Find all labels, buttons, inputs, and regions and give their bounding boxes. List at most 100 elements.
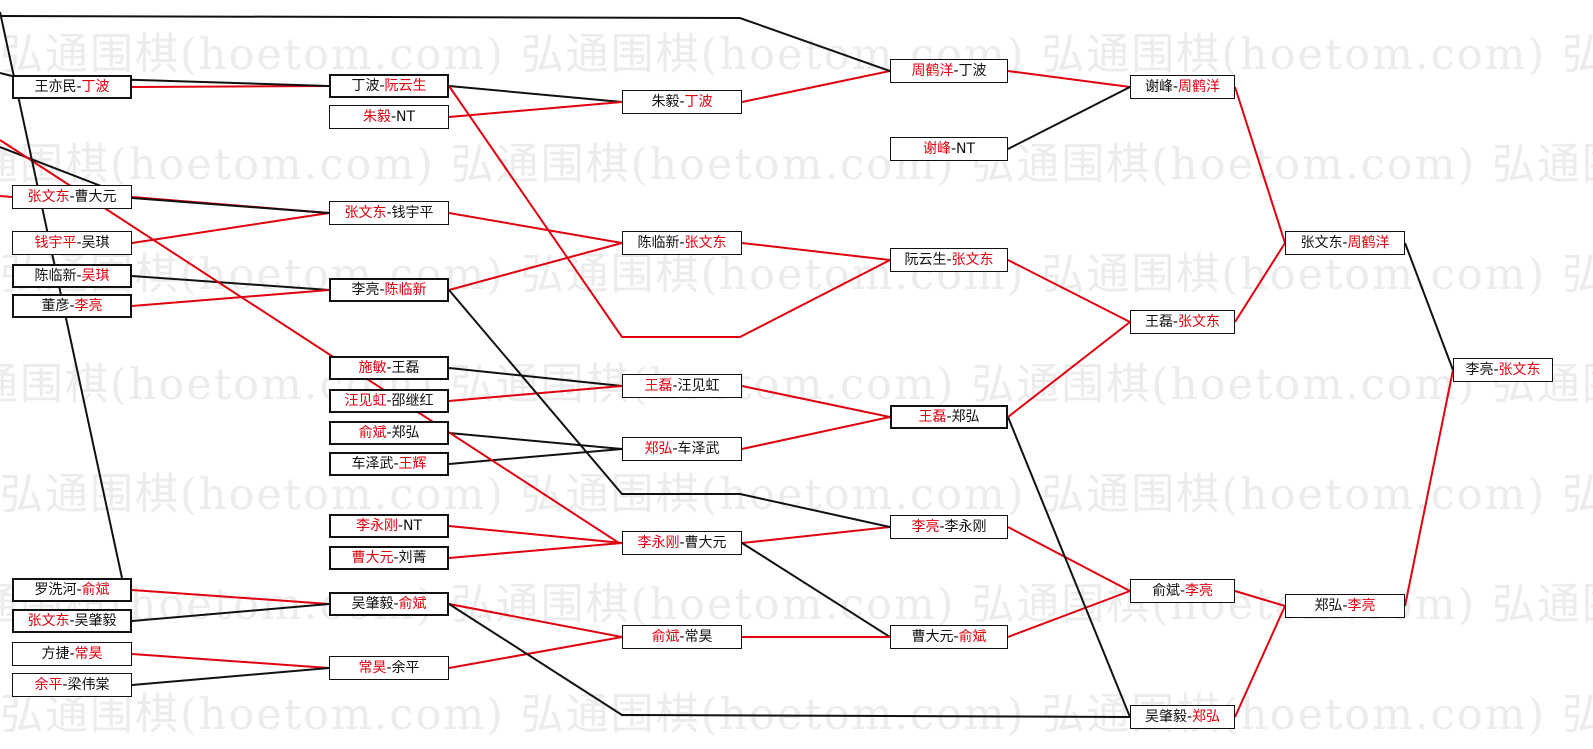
vs-dash: - <box>679 235 685 251</box>
bypass-connector <box>448 289 891 528</box>
match-box-r2-08: 车泽武-王辉 <box>329 452 449 476</box>
watermark-row: 弘通围棋(hoetom.com) 弘通围棋(hoetom.com) 弘通围棋(h… <box>0 470 1593 520</box>
bracket-connector <box>448 85 623 103</box>
match-box-r1-05: 董彦-李亮 <box>12 294 132 318</box>
player-left: 王亦民 <box>34 79 77 95</box>
bracket-connector <box>1007 416 1131 718</box>
bracket-connector <box>131 275 330 291</box>
player-left: 丁波 <box>351 78 380 94</box>
bracket-connector <box>1234 242 1286 323</box>
player-left: 李永刚 <box>637 535 680 551</box>
player-right: 郑弘 <box>951 409 980 425</box>
bracket-connector <box>448 212 623 244</box>
player-left: 曹大元 <box>911 629 954 645</box>
player-right: 李亮 <box>74 298 103 314</box>
player-right: 余平 <box>391 660 420 676</box>
match-box-r2-05: 施敏-王磊 <box>329 356 449 380</box>
match-box-r3-04: 郑弘-车泽武 <box>622 437 742 461</box>
player-left: 李永刚 <box>355 518 398 534</box>
bracket-connector <box>1007 259 1131 323</box>
player-left: 王磊 <box>644 378 673 394</box>
bracket-connector <box>131 653 330 669</box>
match-box-r2-07: 俞斌-郑弘 <box>329 421 449 445</box>
bracket-connector <box>448 432 623 450</box>
watermark-row: 弘通围棋(hoetom.com) 弘通围棋(hoetom.com) 弘通围棋(h… <box>0 140 1593 190</box>
player-left: 周鹤洋 <box>911 63 954 79</box>
bracket-connector <box>131 289 330 307</box>
player-left: 车泽武 <box>351 456 394 472</box>
player-right: 吴琪 <box>81 235 110 251</box>
edge-connector <box>0 139 622 544</box>
match-box-r3-03: 王磊-汪见虹 <box>622 374 742 398</box>
vs-dash: - <box>76 268 82 284</box>
player-left: 方捷 <box>41 646 70 662</box>
match-box-r3-02: 陈临新-张文东 <box>622 231 742 255</box>
match-box-r4-06: 曹大元-俞斌 <box>890 625 1008 649</box>
match-box-r7-01: 李亮-张文东 <box>1453 358 1553 382</box>
player-left: 郑弘 <box>1314 598 1343 614</box>
match-box-r5-04: 吴肇毅-郑弘 <box>1130 705 1235 729</box>
bracket-connector <box>1234 86 1286 244</box>
vs-dash: - <box>1172 79 1179 95</box>
player-left: 钱宇平 <box>34 235 77 251</box>
vs-dash: - <box>386 360 392 376</box>
player-left: 董彦 <box>41 298 70 314</box>
bypass-connector <box>448 603 1131 718</box>
player-left: 朱毅 <box>651 94 680 110</box>
edge-connector <box>0 195 13 198</box>
player-right: 曹大元 <box>684 535 727 551</box>
player-right: 王辉 <box>398 456 427 472</box>
player-left: 施敏 <box>358 360 387 376</box>
vs-dash: - <box>386 393 392 409</box>
player-right: 钱宇平 <box>391 205 434 221</box>
player-right: 李永刚 <box>944 519 987 535</box>
watermark-row: 弘通围棋(hoetom.com) 弘通围棋(hoetom.com) 弘通围棋(h… <box>0 250 1593 300</box>
vs-dash: - <box>679 535 685 551</box>
match-box-r3-01: 朱毅-丁波 <box>622 90 742 114</box>
player-left: 张文东 <box>1300 235 1343 251</box>
bracket-connector <box>741 242 891 261</box>
vs-dash: - <box>679 629 685 645</box>
player-left: 俞斌 <box>651 629 680 645</box>
bracket-connector <box>1404 242 1454 371</box>
vs-dash: - <box>672 378 678 394</box>
vs-dash: - <box>1179 583 1186 599</box>
player-right: 汪见虹 <box>677 378 720 394</box>
vs-dash: - <box>393 456 399 472</box>
vs-dash: - <box>939 519 945 535</box>
match-box-r2-10: 曹大元-刘菁 <box>329 546 449 570</box>
match-box-r4-04: 王磊-郑弘 <box>890 405 1008 429</box>
player-left: 张文东 <box>27 613 70 629</box>
vs-dash: - <box>1172 314 1179 330</box>
vs-dash: - <box>1342 235 1348 251</box>
player-left: 俞斌 <box>1151 583 1180 599</box>
player-right: NT <box>396 109 416 125</box>
player-left: 陈临新 <box>34 268 77 284</box>
vs-dash: - <box>69 298 75 314</box>
player-left: 朱毅 <box>362 109 391 125</box>
match-box-r4-05: 李亮-李永刚 <box>890 515 1008 539</box>
player-right: 俞斌 <box>398 596 427 612</box>
match-box-r6-01: 张文东-周鹤洋 <box>1285 231 1405 255</box>
bracket-connector <box>131 603 330 622</box>
player-left: 李亮 <box>911 519 940 535</box>
player-left: 汪见虹 <box>344 393 387 409</box>
vs-dash: - <box>1186 709 1193 725</box>
player-right: 吴肇毅 <box>74 613 117 629</box>
vs-dash: - <box>69 646 75 662</box>
bracket-connector <box>448 525 623 544</box>
vs-dash: - <box>379 282 385 298</box>
player-right: 周鹤洋 <box>1347 235 1390 251</box>
vs-dash: - <box>1342 598 1348 614</box>
player-right: 张文东 <box>951 252 994 268</box>
bracket-connector <box>741 526 891 544</box>
match-box-r3-06: 俞斌-常昊 <box>622 625 742 649</box>
player-left: 俞斌 <box>358 425 387 441</box>
match-box-r6-02: 郑弘-李亮 <box>1285 594 1405 618</box>
watermark-row: 弘通围棋(hoetom.com) 弘通围棋(hoetom.com) 弘通围棋(h… <box>0 360 1593 410</box>
player-left: 曹大元 <box>351 550 394 566</box>
match-box-r1-06: 罗洗河-俞斌 <box>12 578 132 602</box>
player-left: 李亮 <box>1465 362 1494 378</box>
match-box-r2-12: 常昊-余平 <box>329 656 449 680</box>
match-box-r2-09: 李永刚-NT <box>329 514 449 538</box>
